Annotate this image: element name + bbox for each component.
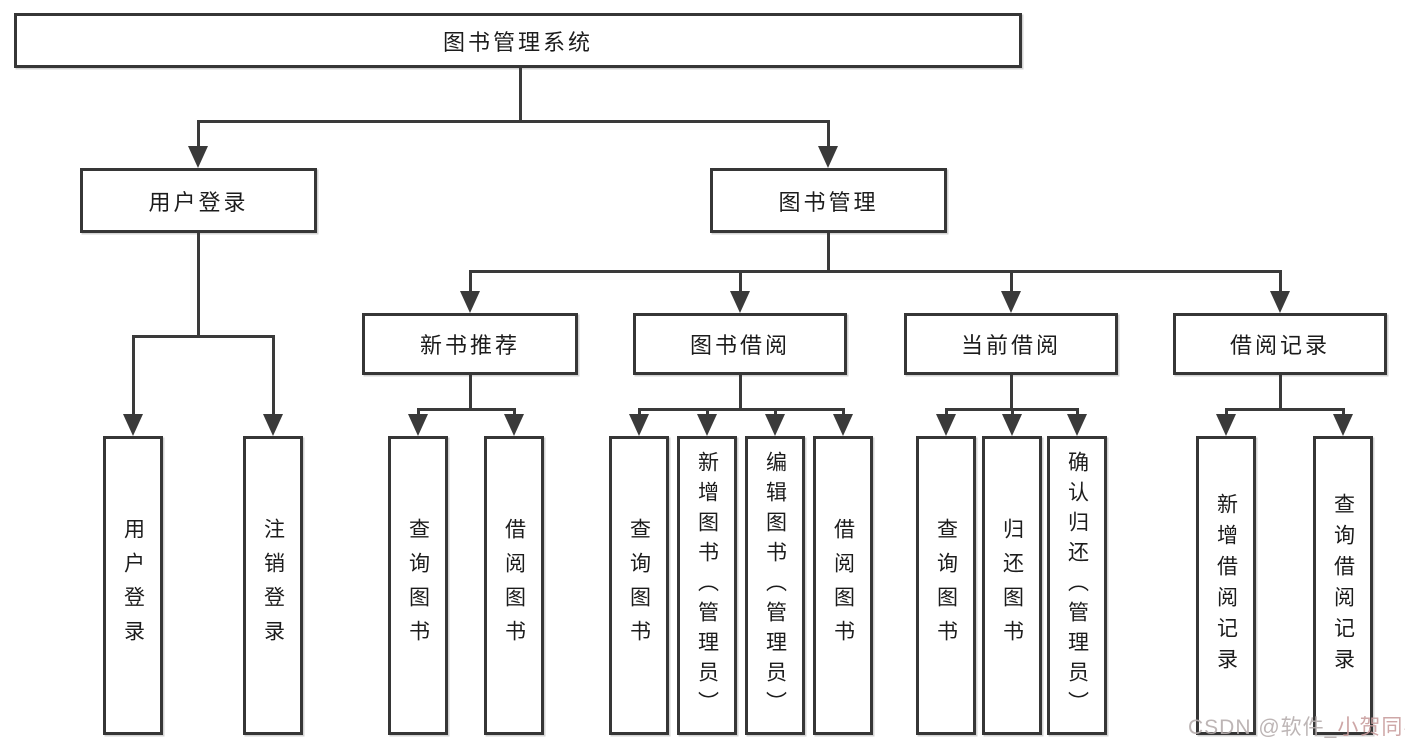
arrowhead-bb-leaf-2	[697, 414, 717, 436]
arrowhead-new-book-recommend	[460, 291, 480, 313]
arrowhead-borrow-records	[1270, 291, 1290, 313]
leaf-confirm-return-admin: 确认归还（管理员）	[1047, 436, 1107, 735]
connector-br-shaft-1	[1225, 408, 1228, 416]
leaf-edit-book-admin: 编辑图书（管理员）	[745, 436, 805, 735]
leaf-add-borrow-record-label: 新增借阅记录	[1214, 492, 1238, 679]
connector-l2-shaft-1	[469, 270, 472, 293]
leaf-return-books-label: 归还图书	[1000, 517, 1024, 654]
leaf-logout-label: 注销登录	[261, 517, 285, 654]
leaf-query-borrow-record-label: 查询借阅记录	[1331, 492, 1355, 679]
leaf-return-books: 归还图书	[982, 436, 1042, 735]
connector-user-login-shaft-1	[132, 335, 135, 415]
connector-br-horizontal	[1225, 408, 1345, 411]
arrowhead-bb-leaf-3	[765, 414, 785, 436]
connector-cb-shaft-1	[945, 408, 948, 416]
arrowhead-cb-leaf-2	[1002, 414, 1022, 436]
arrowhead-bb-leaf-4	[833, 414, 853, 436]
node-book-borrow-label: 图书借阅	[689, 333, 790, 358]
arrowhead-current-borrow	[1001, 291, 1021, 313]
connector-l1-shaft-left	[197, 120, 200, 150]
arrowhead-br-leaf-1	[1216, 414, 1236, 436]
connector-bb-shaft-4	[842, 408, 845, 416]
arrowhead-br-leaf-2	[1333, 414, 1353, 436]
node-book-management: 图书管理	[710, 168, 947, 233]
connector-bb-stem	[739, 375, 742, 408]
connector-br-shaft-2	[1342, 408, 1345, 416]
watermark: CSDN @软件_小贺同学	[1188, 711, 1405, 741]
leaf-add-book-admin-label: 新增图书（管理员）	[695, 450, 719, 721]
leaf-user-login-label: 用户登录	[121, 517, 145, 654]
node-user-login-label: 用户登录	[148, 189, 249, 215]
node-root-label: 图书管理系统	[442, 29, 593, 55]
node-user-login: 用户登录	[80, 168, 317, 233]
arrowhead-cb-leaf-3	[1067, 414, 1087, 436]
arrowhead-nbr-leaf-2	[504, 414, 524, 436]
arrowhead-user-login	[188, 146, 208, 168]
leaf-borrow-books-borrow-label: 借阅图书	[831, 517, 855, 654]
connector-nbr-shaft-1	[417, 408, 420, 416]
connector-book-management-stem	[827, 233, 830, 270]
connector-bb-shaft-3	[774, 408, 777, 416]
node-current-borrow-label: 当前借阅	[960, 333, 1061, 358]
connector-bb-shaft-1	[638, 408, 641, 416]
leaf-user-login: 用户登录	[103, 436, 163, 735]
node-book-management-label: 图书管理	[778, 189, 879, 215]
connector-l1-shaft-right	[827, 120, 830, 150]
node-root: 图书管理系统	[14, 13, 1022, 68]
leaf-add-book-admin: 新增图书（管理员）	[677, 436, 737, 735]
connector-l2-shaft-4	[1279, 270, 1282, 293]
connector-l2-shaft-2	[739, 270, 742, 293]
leaf-query-books-recommend: 查询图书	[388, 436, 448, 735]
node-borrow-records-label: 借阅记录	[1229, 333, 1330, 358]
leaf-confirm-return-admin-label: 确认归还（管理员）	[1065, 450, 1089, 721]
leaf-borrow-books-borrow: 借阅图书	[813, 436, 873, 735]
connector-l1-horizontal	[197, 120, 830, 123]
leaf-query-books-current: 查询图书	[916, 436, 976, 735]
leaf-edit-book-admin-label: 编辑图书（管理员）	[763, 450, 787, 721]
arrowhead-bb-leaf-1	[629, 414, 649, 436]
leaf-query-books-current-label: 查询图书	[934, 517, 958, 654]
connector-user-login-shaft-2	[272, 335, 275, 415]
connector-cb-stem	[1010, 375, 1013, 408]
node-current-borrow: 当前借阅	[904, 313, 1118, 375]
arrowhead-nbr-leaf-1	[408, 414, 428, 436]
connector-user-login-stem	[197, 233, 200, 335]
arrowhead-leaf-logout	[263, 414, 283, 436]
connector-bb-horizontal	[638, 408, 845, 411]
connector-cb-shaft-3	[1076, 408, 1079, 416]
leaf-query-books-borrow: 查询图书	[609, 436, 669, 735]
connector-bb-shaft-2	[706, 408, 709, 416]
connector-nbr-horizontal	[417, 408, 516, 411]
connector-l2-horizontal	[469, 270, 1282, 273]
node-book-borrow: 图书借阅	[633, 313, 847, 375]
leaf-logout: 注销登录	[243, 436, 303, 735]
connector-root-stem	[519, 68, 522, 120]
watermark-prefix: CSDN @软件_	[1188, 716, 1338, 739]
watermark-suffix: 小贺同学	[1337, 716, 1405, 739]
arrowhead-leaf-user-login	[123, 414, 143, 436]
connector-nbr-shaft-2	[513, 408, 516, 416]
leaf-query-books-borrow-label: 查询图书	[627, 517, 651, 654]
connector-l2-shaft-3	[1010, 270, 1013, 293]
arrowhead-cb-leaf-1	[936, 414, 956, 436]
node-new-book-recommend: 新书推荐	[362, 313, 578, 375]
arrowhead-book-borrow	[730, 291, 750, 313]
connector-cb-shaft-2	[1011, 408, 1014, 416]
leaf-borrow-books-recommend: 借阅图书	[484, 436, 544, 735]
leaf-borrow-books-recommend-label: 借阅图书	[502, 517, 526, 654]
arrowhead-book-management	[818, 146, 838, 168]
leaf-add-borrow-record: 新增借阅记录	[1196, 436, 1256, 735]
connector-br-stem	[1279, 375, 1282, 408]
node-borrow-records: 借阅记录	[1173, 313, 1387, 375]
leaf-query-borrow-record: 查询借阅记录	[1313, 436, 1373, 735]
connector-nbr-stem	[469, 375, 472, 408]
node-new-book-recommend-label: 新书推荐	[419, 333, 520, 358]
connector-user-login-horizontal	[132, 335, 275, 338]
leaf-query-books-recommend-label: 查询图书	[406, 517, 430, 654]
